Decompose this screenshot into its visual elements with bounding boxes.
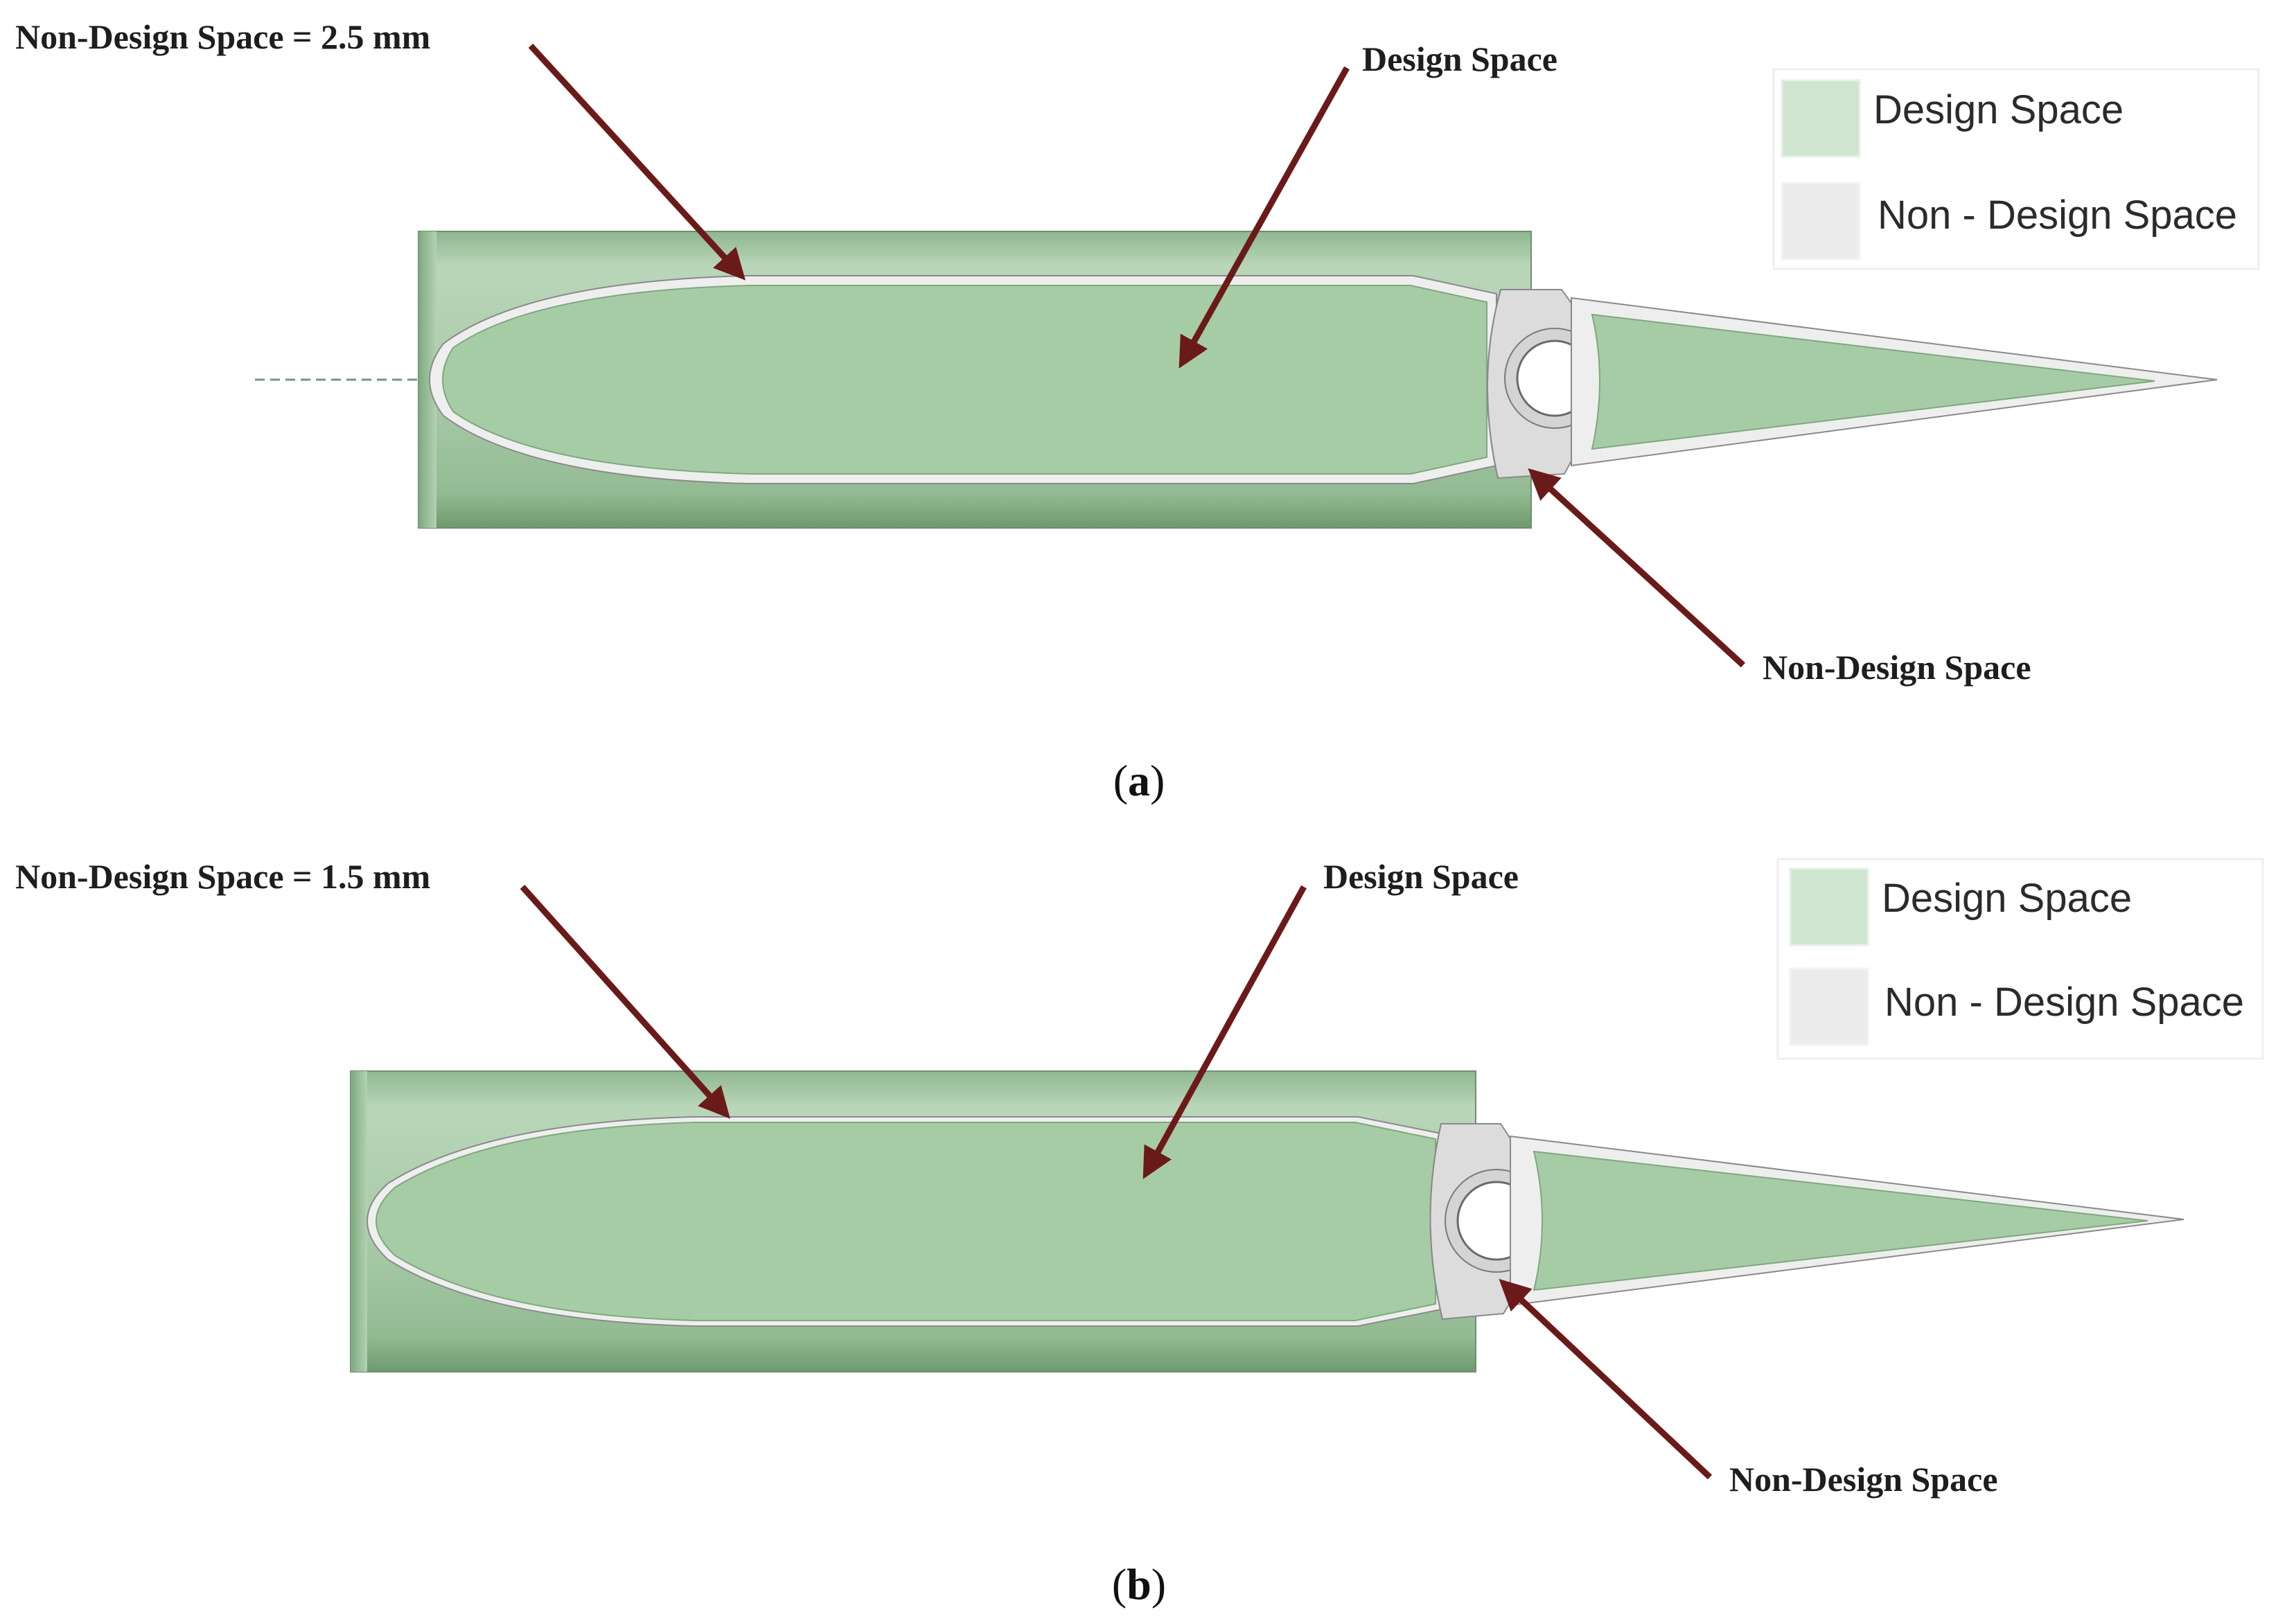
panel-b: Non-Design Space = 1.5 mm Design Space N…	[15, 857, 2264, 1609]
legend-swatch-non-design-a	[1781, 182, 1861, 261]
fin-design-b	[1533, 1150, 2148, 1291]
caption-b: (b)	[1112, 1560, 1166, 1609]
thickness-label-b: Non-Design Space = 1.5 mm	[15, 857, 430, 896]
legend-label-design-a: Design Space	[1873, 87, 2124, 132]
legend-label-non-design-a: Non - Design Space	[1878, 193, 2237, 238]
fin-design-a	[1591, 313, 2155, 450]
legend-swatch-design-b	[1789, 867, 1869, 946]
design-space-label-b: Design Space	[1323, 857, 1519, 896]
thickness-label-a: Non-Design Space = 2.5 mm	[15, 17, 430, 56]
arrow-non-design-a	[1528, 468, 1746, 668]
caption-a: (a)	[1113, 756, 1165, 805]
design-space-body-b	[376, 1122, 1436, 1321]
legend-a: Design Space Non - Design Space	[1772, 68, 2260, 270]
non-design-space-label-b: Non-Design Space	[1729, 1460, 1998, 1499]
legend-swatch-non-design-b	[1789, 967, 1869, 1046]
arrow-design-b	[1142, 885, 1307, 1179]
legend-b: Design Space Non - Design Space	[1776, 858, 2264, 1060]
arrow-design-a	[1178, 66, 1350, 369]
non-design-space-label-a: Non-Design Space	[1763, 648, 2031, 687]
legend-label-non-design-b: Non - Design Space	[1884, 980, 2244, 1025]
panel-a: Non-Design Space = 2.5 mm Design Space N…	[15, 17, 2260, 805]
legend-label-design-b: Design Space	[1882, 876, 2132, 921]
design-space-label-a: Design Space	[1362, 39, 1557, 78]
arrow-thickness-b	[520, 884, 731, 1119]
arrow-non-design-b	[1499, 1278, 1713, 1480]
arrow-thickness-a	[528, 43, 746, 281]
design-space-body-a	[442, 285, 1487, 475]
legend-swatch-design-a	[1781, 79, 1861, 158]
